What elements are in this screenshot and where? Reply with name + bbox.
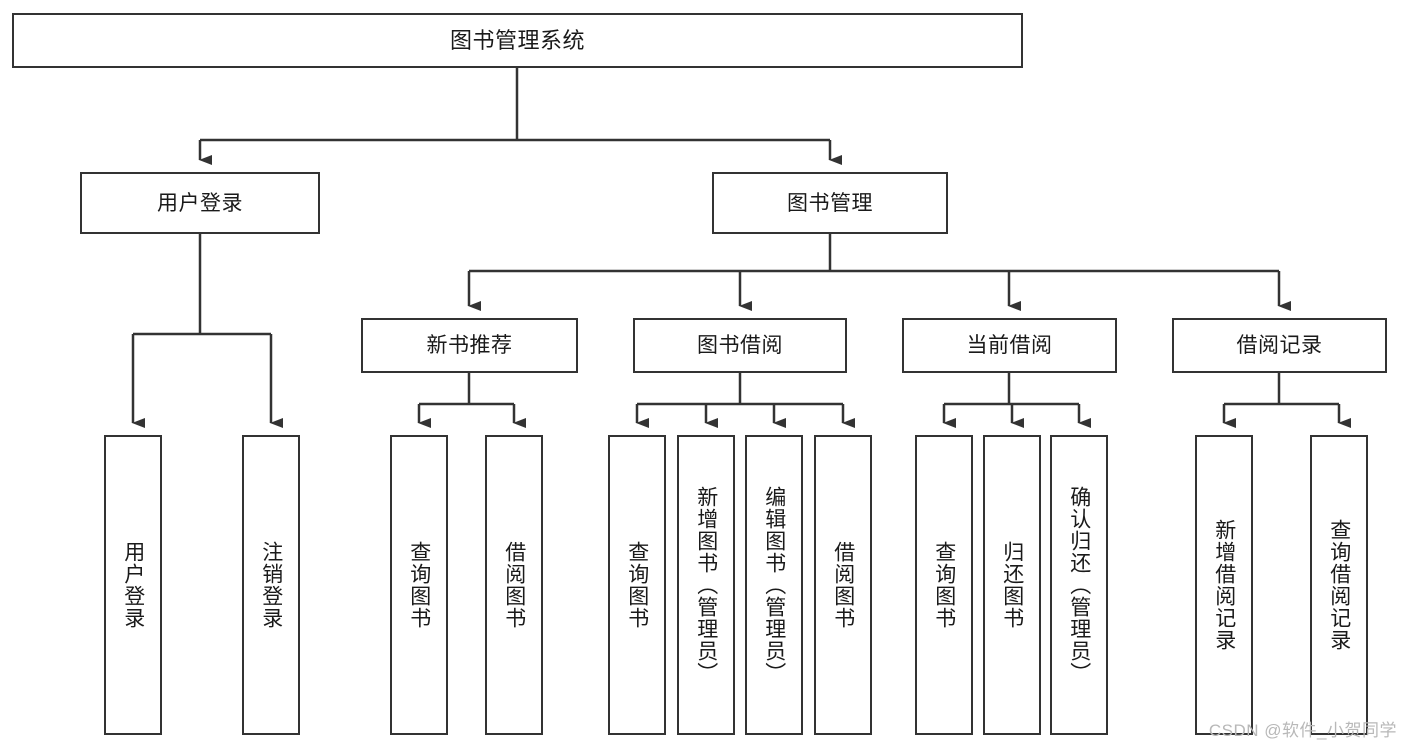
leaf-user-login-label: 用户登录 (121, 541, 145, 629)
leaf-return-book-label: 归还图书 (1000, 541, 1024, 629)
leaf-confirm-return[interactable]: 确认归还（管理员） (1050, 435, 1108, 735)
leaf-user-logout-label: 注销登录 (259, 541, 283, 629)
leaf-query-book-borrow-label: 查询图书 (625, 541, 649, 629)
leaf-borrow-book-rec-label: 借阅图书 (502, 541, 526, 629)
leaf-add-book[interactable]: 新增图书（管理员） (677, 435, 735, 735)
node-current-borrow-label: 当前借阅 (966, 334, 1053, 357)
leaf-query-book-cur[interactable]: 查询图书 (915, 435, 973, 735)
watermark: CSDN @软件_小贺同学 (1208, 721, 1397, 740)
leaf-return-book[interactable]: 归还图书 (983, 435, 1041, 735)
leaf-add-book-label: 新增图书（管理员） (694, 486, 718, 684)
leaf-user-login[interactable]: 用户登录 (104, 435, 162, 735)
node-borrow-record-label: 借阅记录 (1236, 334, 1323, 357)
leaf-query-book-rec[interactable]: 查询图书 (390, 435, 448, 735)
leaf-query-record[interactable]: 查询借阅记录 (1310, 435, 1368, 735)
leaf-add-record[interactable]: 新增借阅记录 (1195, 435, 1253, 735)
node-book-manage[interactable]: 图书管理 (712, 172, 948, 234)
node-new-book-rec[interactable]: 新书推荐 (361, 318, 578, 373)
leaf-query-book-borrow[interactable]: 查询图书 (608, 435, 666, 735)
node-user-login-label: 用户登录 (157, 191, 243, 215)
node-user-login[interactable]: 用户登录 (80, 172, 320, 234)
leaf-borrow-book-label: 借阅图书 (831, 541, 855, 629)
node-root-label: 图书管理系统 (449, 27, 585, 53)
node-current-borrow[interactable]: 当前借阅 (902, 318, 1117, 373)
leaf-edit-book-label: 编辑图书（管理员） (762, 486, 786, 684)
node-borrow-record[interactable]: 借阅记录 (1172, 318, 1387, 373)
leaf-query-record-label: 查询借阅记录 (1327, 519, 1351, 651)
node-root[interactable]: 图书管理系统 (12, 13, 1023, 68)
leaf-query-book-cur-label: 查询图书 (932, 541, 956, 629)
node-book-manage-label: 图书管理 (787, 191, 873, 215)
node-book-borrow-label: 图书借阅 (697, 334, 783, 357)
leaf-confirm-return-label: 确认归还（管理员） (1067, 486, 1091, 684)
leaf-edit-book[interactable]: 编辑图书（管理员） (745, 435, 803, 735)
node-book-borrow[interactable]: 图书借阅 (633, 318, 847, 373)
node-new-book-rec-label: 新书推荐 (426, 334, 513, 357)
leaf-add-record-label: 新增借阅记录 (1212, 519, 1236, 651)
leaf-user-logout[interactable]: 注销登录 (242, 435, 300, 735)
leaf-borrow-book[interactable]: 借阅图书 (814, 435, 872, 735)
leaf-query-book-rec-label: 查询图书 (407, 541, 431, 629)
leaf-borrow-book-rec[interactable]: 借阅图书 (485, 435, 543, 735)
